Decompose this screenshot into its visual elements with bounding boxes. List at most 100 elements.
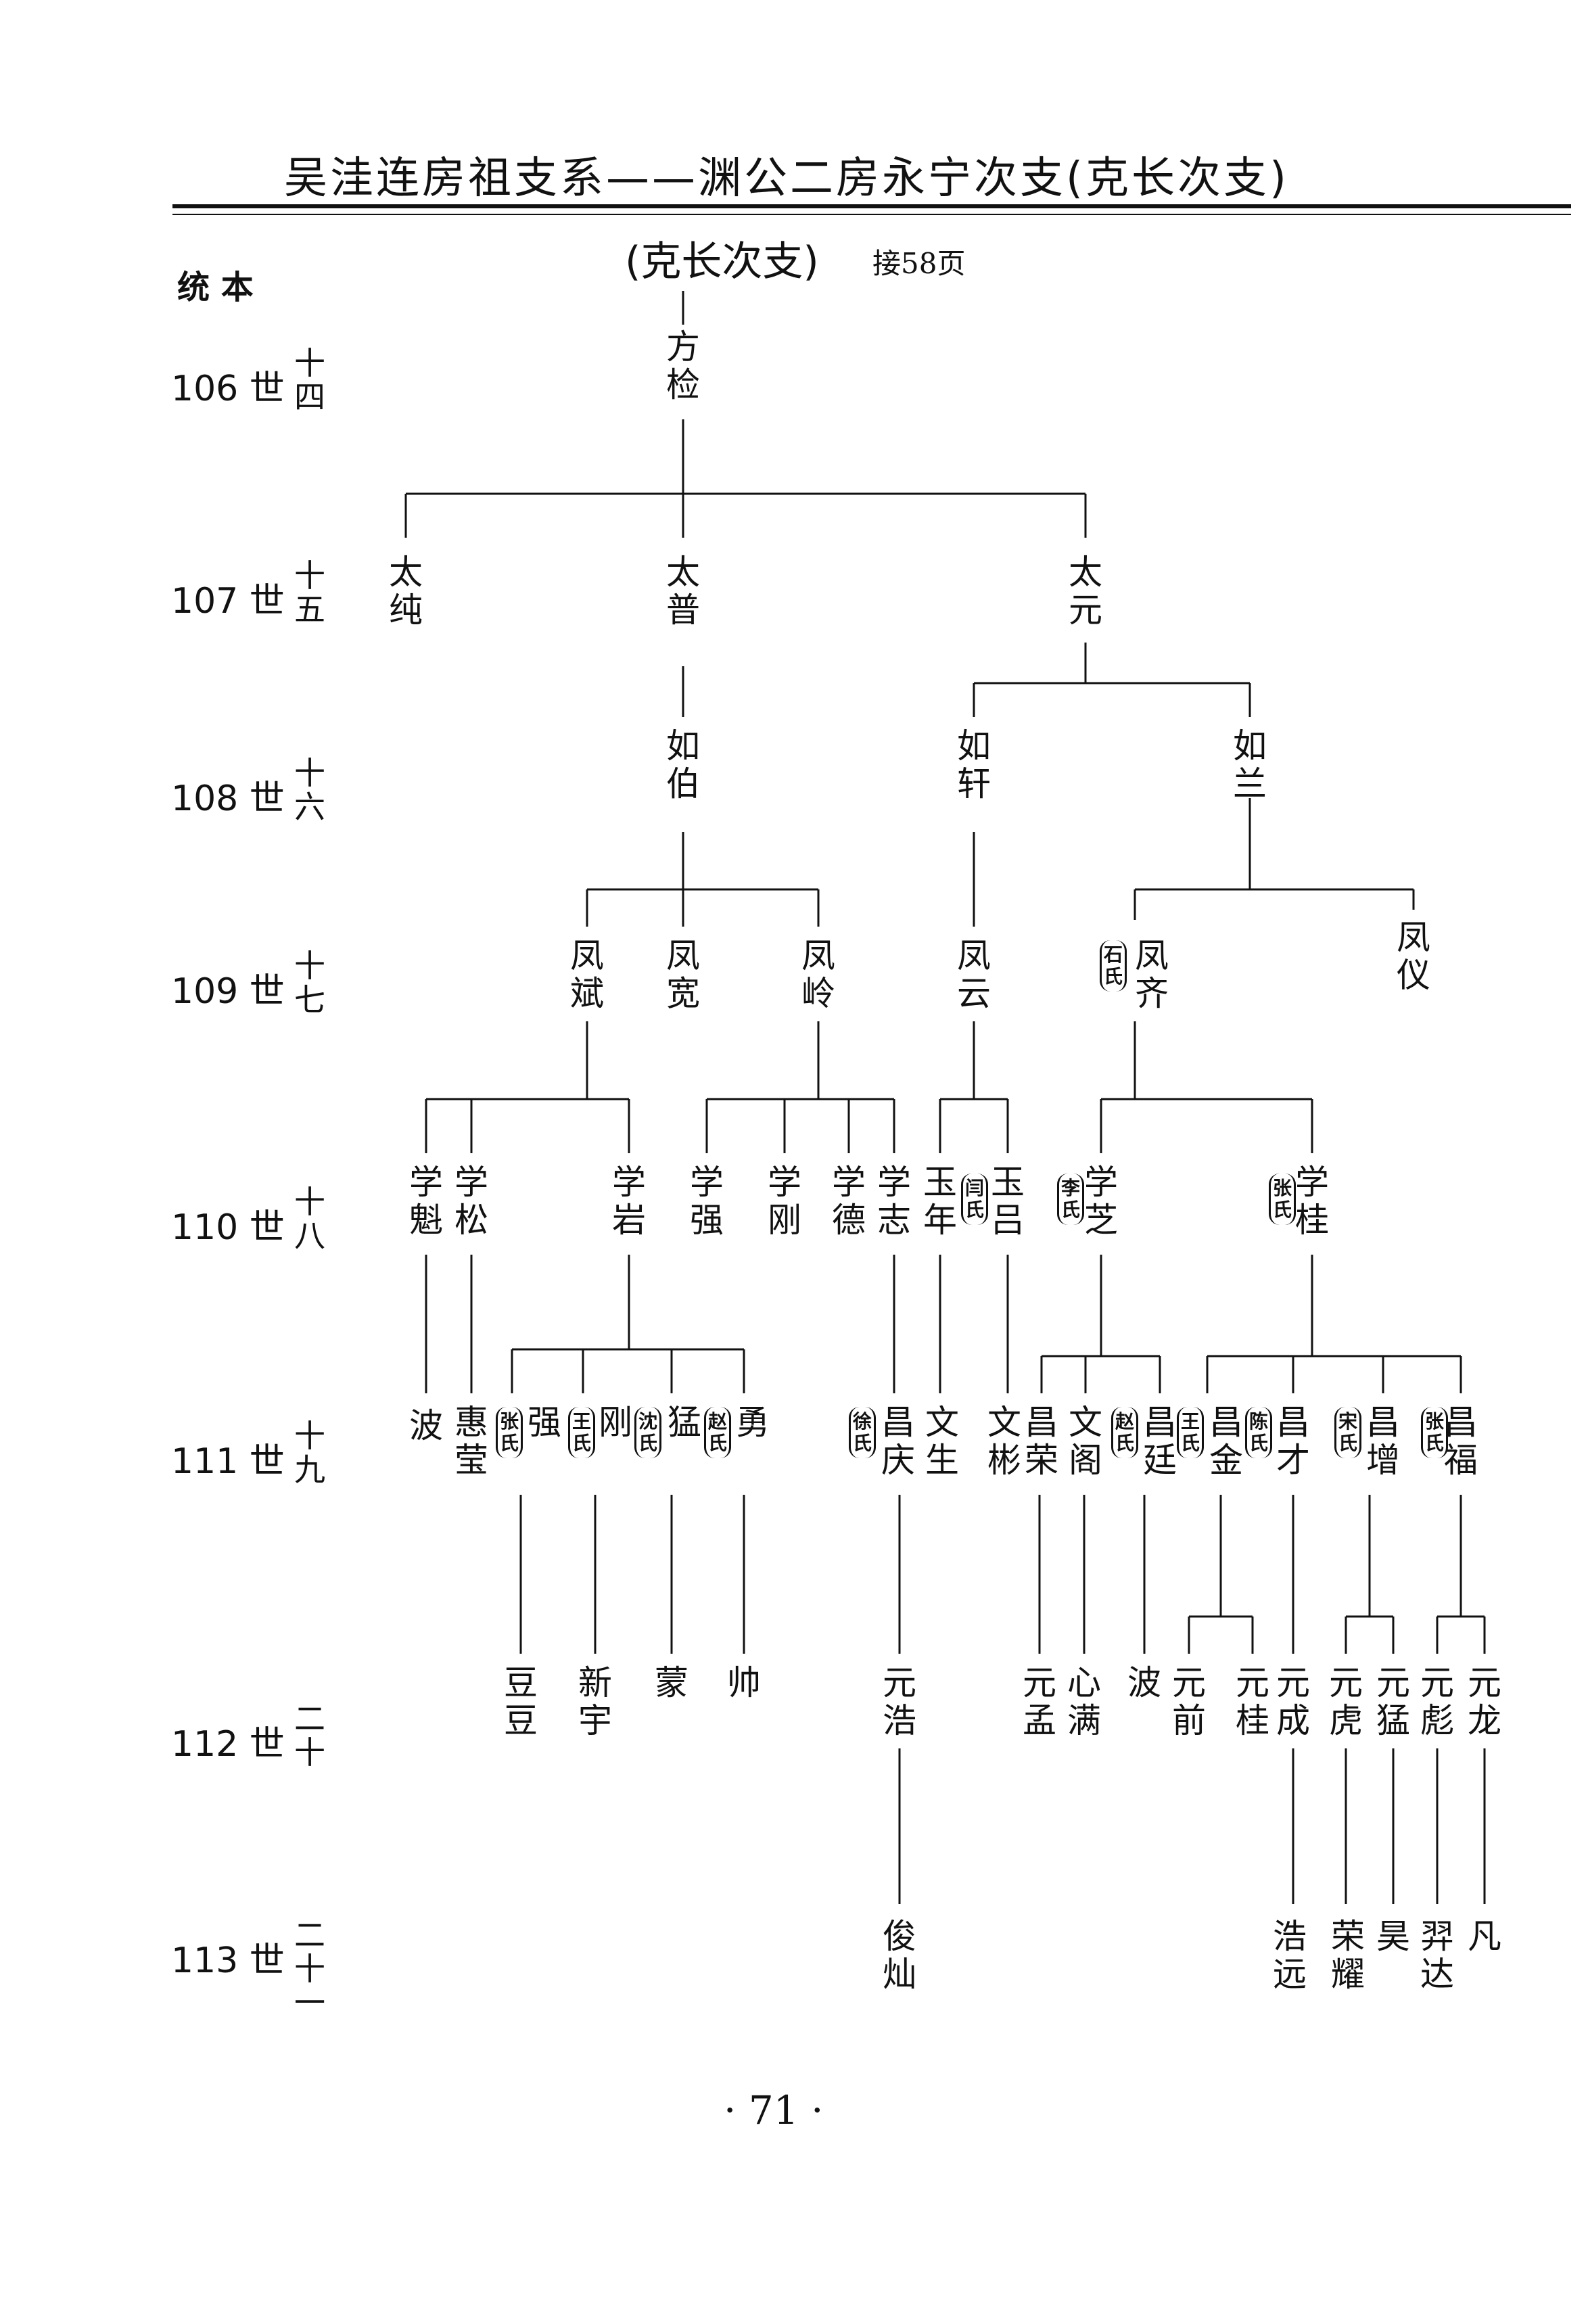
generation-ordinal: 二 十 (294, 1700, 325, 1771)
legend-label: 统 本 (177, 269, 254, 306)
person-node: 凤 斌 (570, 936, 604, 1013)
branch-title: (克长次支) (625, 238, 819, 285)
spouse-annotation: 张 氏 (1269, 1173, 1296, 1225)
person-node: 蒙 (655, 1663, 688, 1702)
person-node: 如 伯 (666, 726, 700, 804)
generation-ordinal: 十 六 (294, 755, 325, 825)
person-node: 凤 岭 (801, 936, 835, 1013)
person-node: 太 纯 (389, 553, 423, 630)
generation-ordinal: 二 十 一 (294, 1917, 325, 2021)
person-node: 帅 (727, 1663, 761, 1702)
person-node: 荣 耀 (1331, 1917, 1365, 1994)
spouse-annotation: 张 氏 (496, 1407, 523, 1458)
person-node: 昌 福 (1444, 1403, 1478, 1480)
person-node: 波 (409, 1406, 443, 1445)
person-node: 凡 (1468, 1917, 1501, 1956)
spouse-annotation: 沈 氏 (634, 1407, 661, 1458)
person-node: 文 彬 (987, 1403, 1021, 1480)
person-node: 学 松 (454, 1163, 488, 1240)
person-node: 勇 (736, 1403, 770, 1442)
person-node: 昊 (1376, 1917, 1410, 1956)
person-node: 学 芝 (1084, 1163, 1118, 1240)
person-node: 元 虎 (1329, 1663, 1363, 1740)
person-node: 刚 (599, 1403, 632, 1442)
generation-label: 107 世 (171, 581, 285, 622)
person-node: 惠 莹 (454, 1403, 488, 1480)
person-node: 凤 仪 (1397, 918, 1430, 995)
person-node: 凤 宽 (666, 936, 700, 1013)
person-node: 学 志 (877, 1163, 911, 1240)
person-node: 文 生 (925, 1403, 959, 1480)
generation-label: 106 世 (171, 369, 285, 409)
person-node: 学 桂 (1295, 1163, 1329, 1240)
header-rule-thin (172, 214, 1571, 215)
spouse-annotation: 闫 氏 (961, 1173, 988, 1225)
generation-label: 109 世 (171, 971, 285, 1012)
person-node: 凤 齐 (1135, 936, 1169, 1013)
spouse-annotation: 徐 氏 (849, 1407, 876, 1458)
person-node: 昌 金 (1209, 1403, 1243, 1480)
spouse-annotation: 王 氏 (568, 1407, 595, 1458)
header-rule-thick (172, 204, 1571, 208)
generation-label: 111 世 (171, 1441, 285, 1482)
person-node: 新 宇 (578, 1663, 612, 1740)
generation-ordinal: 十 四 (294, 345, 325, 415)
generation-label: 108 世 (171, 778, 285, 819)
person-node: 强 (528, 1403, 561, 1442)
person-node: 浩 远 (1273, 1917, 1307, 1994)
page-header-title: 吴洼连房祖支系——渊公二房永宁次支(克长次支) (284, 154, 1289, 204)
generation-label: 110 世 (171, 1207, 285, 1248)
person-node: 心 满 (1067, 1663, 1101, 1740)
generation-ordinal: 十 九 (294, 1418, 325, 1488)
person-node: 昌 廷 (1143, 1403, 1177, 1480)
spouse-annotation: 赵 氏 (704, 1407, 731, 1458)
person-node: 玉 吕 (991, 1163, 1025, 1240)
person-node: 学 强 (690, 1163, 724, 1240)
person-node: 元 桂 (1236, 1663, 1269, 1740)
spouse-annotation: 王 氏 (1177, 1407, 1204, 1458)
person-node: 昌 荣 (1025, 1403, 1058, 1480)
person-node: 昌 才 (1276, 1403, 1310, 1480)
person-node: 元 浩 (883, 1663, 916, 1740)
person-node: 元 彪 (1420, 1663, 1454, 1740)
person-node: 学 岩 (612, 1163, 646, 1240)
generation-ordinal: 十 八 (294, 1184, 325, 1254)
generation-ordinal: 十 五 (294, 557, 325, 628)
person-node: 学 魁 (409, 1163, 443, 1240)
person-node: 玉 年 (923, 1163, 957, 1240)
person-node: 昌 增 (1366, 1403, 1400, 1480)
spouse-annotation: 宋 氏 (1334, 1407, 1361, 1458)
person-node: 昌 庆 (881, 1403, 915, 1480)
person-node: 猛 (668, 1403, 701, 1442)
person-node: 方 检 (666, 327, 700, 404)
spouse-annotation: 石 氏 (1100, 940, 1127, 992)
person-node: 如 兰 (1233, 726, 1267, 804)
person-node: 元 孟 (1023, 1663, 1056, 1740)
generation-label: 112 世 (171, 1724, 285, 1765)
page-number: · 71 · (724, 2087, 824, 2133)
person-node: 元 前 (1172, 1663, 1206, 1740)
spouse-annotation: 赵 氏 (1111, 1407, 1138, 1458)
person-node: 元 猛 (1376, 1663, 1410, 1740)
person-node: 凤 云 (957, 936, 991, 1013)
person-node: 俊 灿 (883, 1917, 916, 1994)
person-node: 学 刚 (768, 1163, 801, 1240)
person-node: 羿 达 (1420, 1917, 1454, 1994)
person-node: 如 轩 (957, 726, 991, 804)
generation-ordinal: 十 七 (294, 948, 325, 1018)
person-node: 学 德 (832, 1163, 866, 1240)
person-node: 元 成 (1276, 1663, 1310, 1740)
person-node: 文 阁 (1069, 1403, 1102, 1480)
person-node: 太 元 (1069, 553, 1102, 630)
person-node: 元 龙 (1468, 1663, 1501, 1740)
person-node: 豆 豆 (504, 1663, 538, 1740)
generation-label: 113 世 (171, 1940, 285, 1981)
spouse-annotation: 陈 氏 (1245, 1407, 1272, 1458)
continuation-note: 接58页 (872, 247, 966, 280)
spouse-annotation: 李 氏 (1057, 1173, 1084, 1225)
spouse-annotation: 张 氏 (1421, 1407, 1448, 1458)
person-node: 太 普 (666, 553, 700, 630)
person-node: 波 (1127, 1663, 1161, 1702)
